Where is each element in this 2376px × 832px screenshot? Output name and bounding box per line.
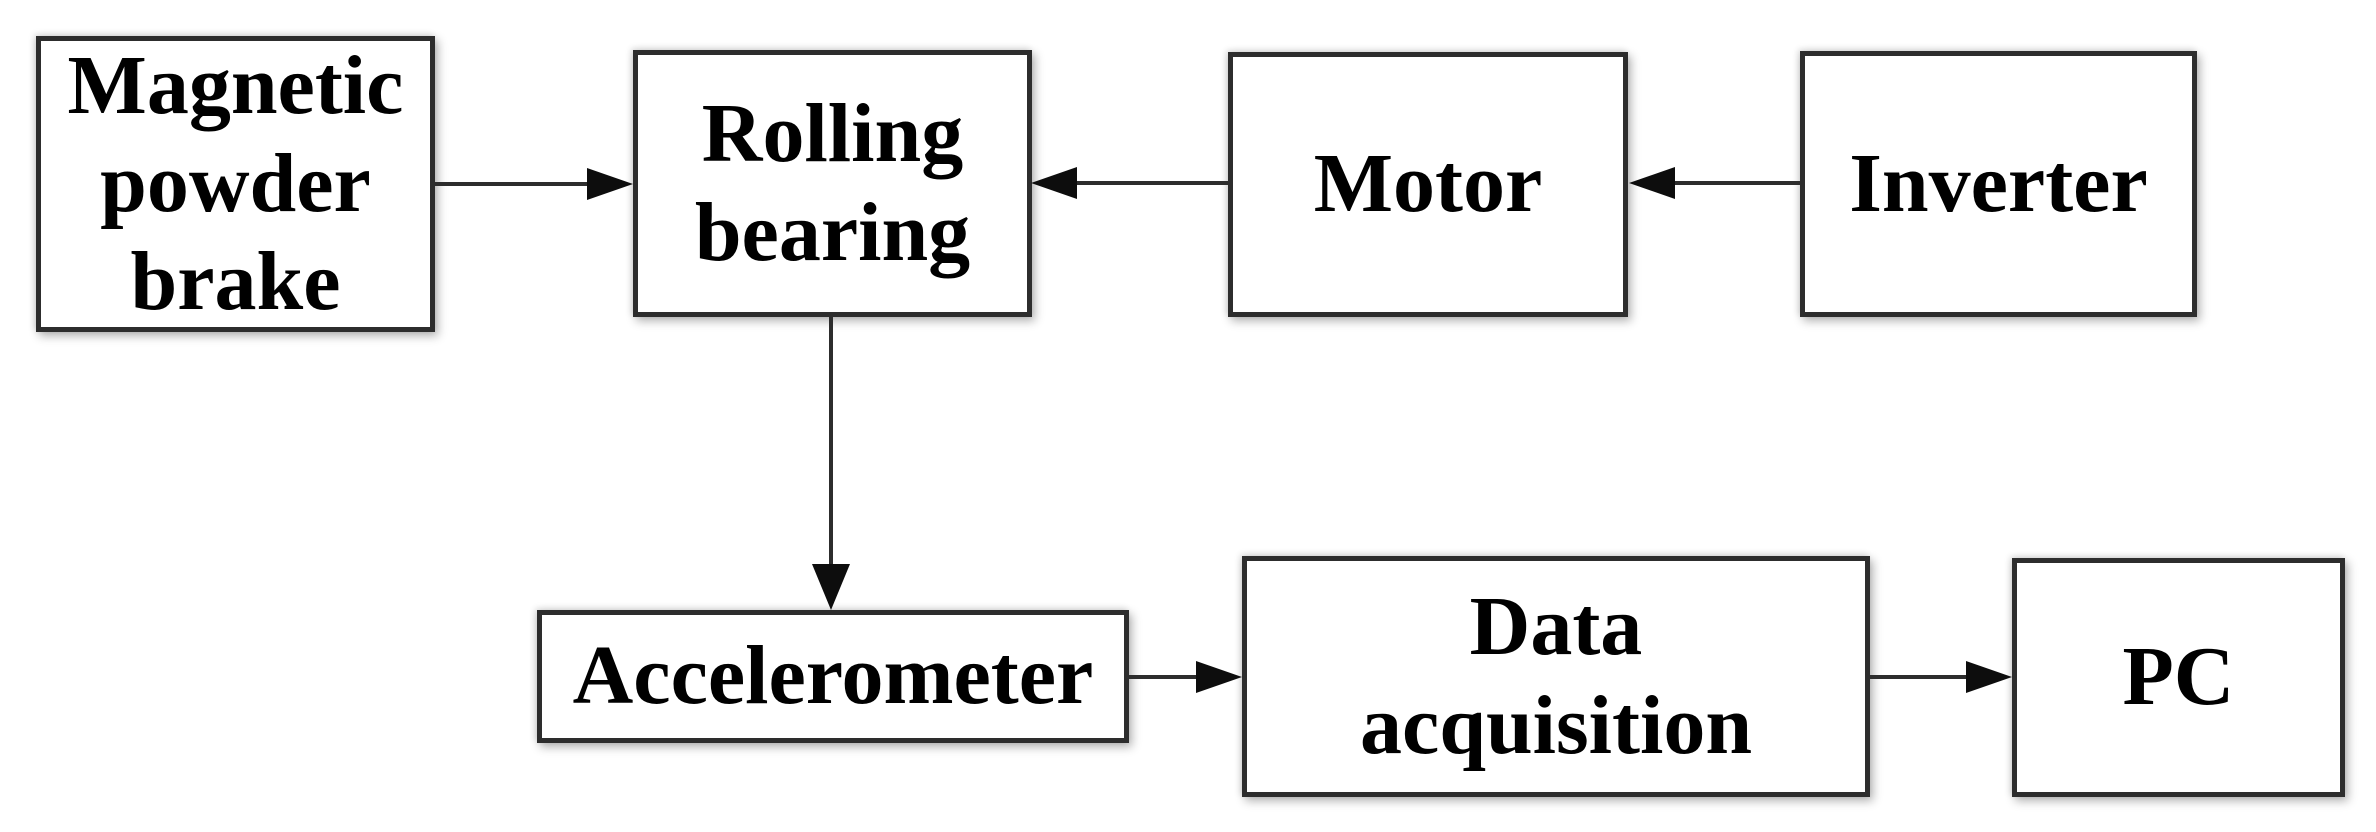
node-inverter-label: Inverter bbox=[1849, 136, 2148, 230]
arrow-line-accelerometer-to-data-acquisition bbox=[1129, 675, 1200, 679]
node-pc-label: PC bbox=[2122, 630, 2235, 724]
arrow-line-magnetic-powder-brake-to-rolling-bearing bbox=[435, 182, 590, 186]
node-data-acquisition-label: Data acquisition bbox=[1359, 580, 1753, 772]
node-magnetic-powder-brake-label: Magnetic powder brake bbox=[67, 38, 404, 329]
node-rolling-bearing: Rolling bearing bbox=[633, 50, 1032, 317]
arrow-head-down-icon bbox=[812, 564, 850, 610]
node-accelerometer-label: Accelerometer bbox=[572, 629, 1094, 723]
node-motor: Motor bbox=[1228, 52, 1628, 317]
arrow-line-data-acquisition-to-pc bbox=[1870, 675, 1970, 679]
node-motor-label: Motor bbox=[1313, 137, 1543, 231]
node-magnetic-powder-brake: Magnetic powder brake bbox=[36, 36, 435, 332]
node-inverter: Inverter bbox=[1800, 51, 2197, 317]
arrow-head-left-icon bbox=[1629, 167, 1675, 199]
arrow-head-left-icon bbox=[1031, 167, 1077, 199]
node-pc: PC bbox=[2012, 558, 2345, 797]
node-accelerometer: Accelerometer bbox=[537, 610, 1129, 743]
arrow-line-motor-to-rolling-bearing bbox=[1077, 181, 1228, 185]
node-data-acquisition: Data acquisition bbox=[1242, 556, 1870, 797]
node-rolling-bearing-label: Rolling bearing bbox=[694, 87, 971, 279]
arrow-line-inverter-to-motor bbox=[1675, 181, 1800, 185]
arrow-head-right-icon bbox=[1966, 661, 2012, 693]
arrow-head-right-icon bbox=[587, 168, 633, 200]
arrow-head-right-icon bbox=[1196, 661, 1242, 693]
arrow-line-rolling-bearing-to-accelerometer bbox=[829, 317, 833, 568]
